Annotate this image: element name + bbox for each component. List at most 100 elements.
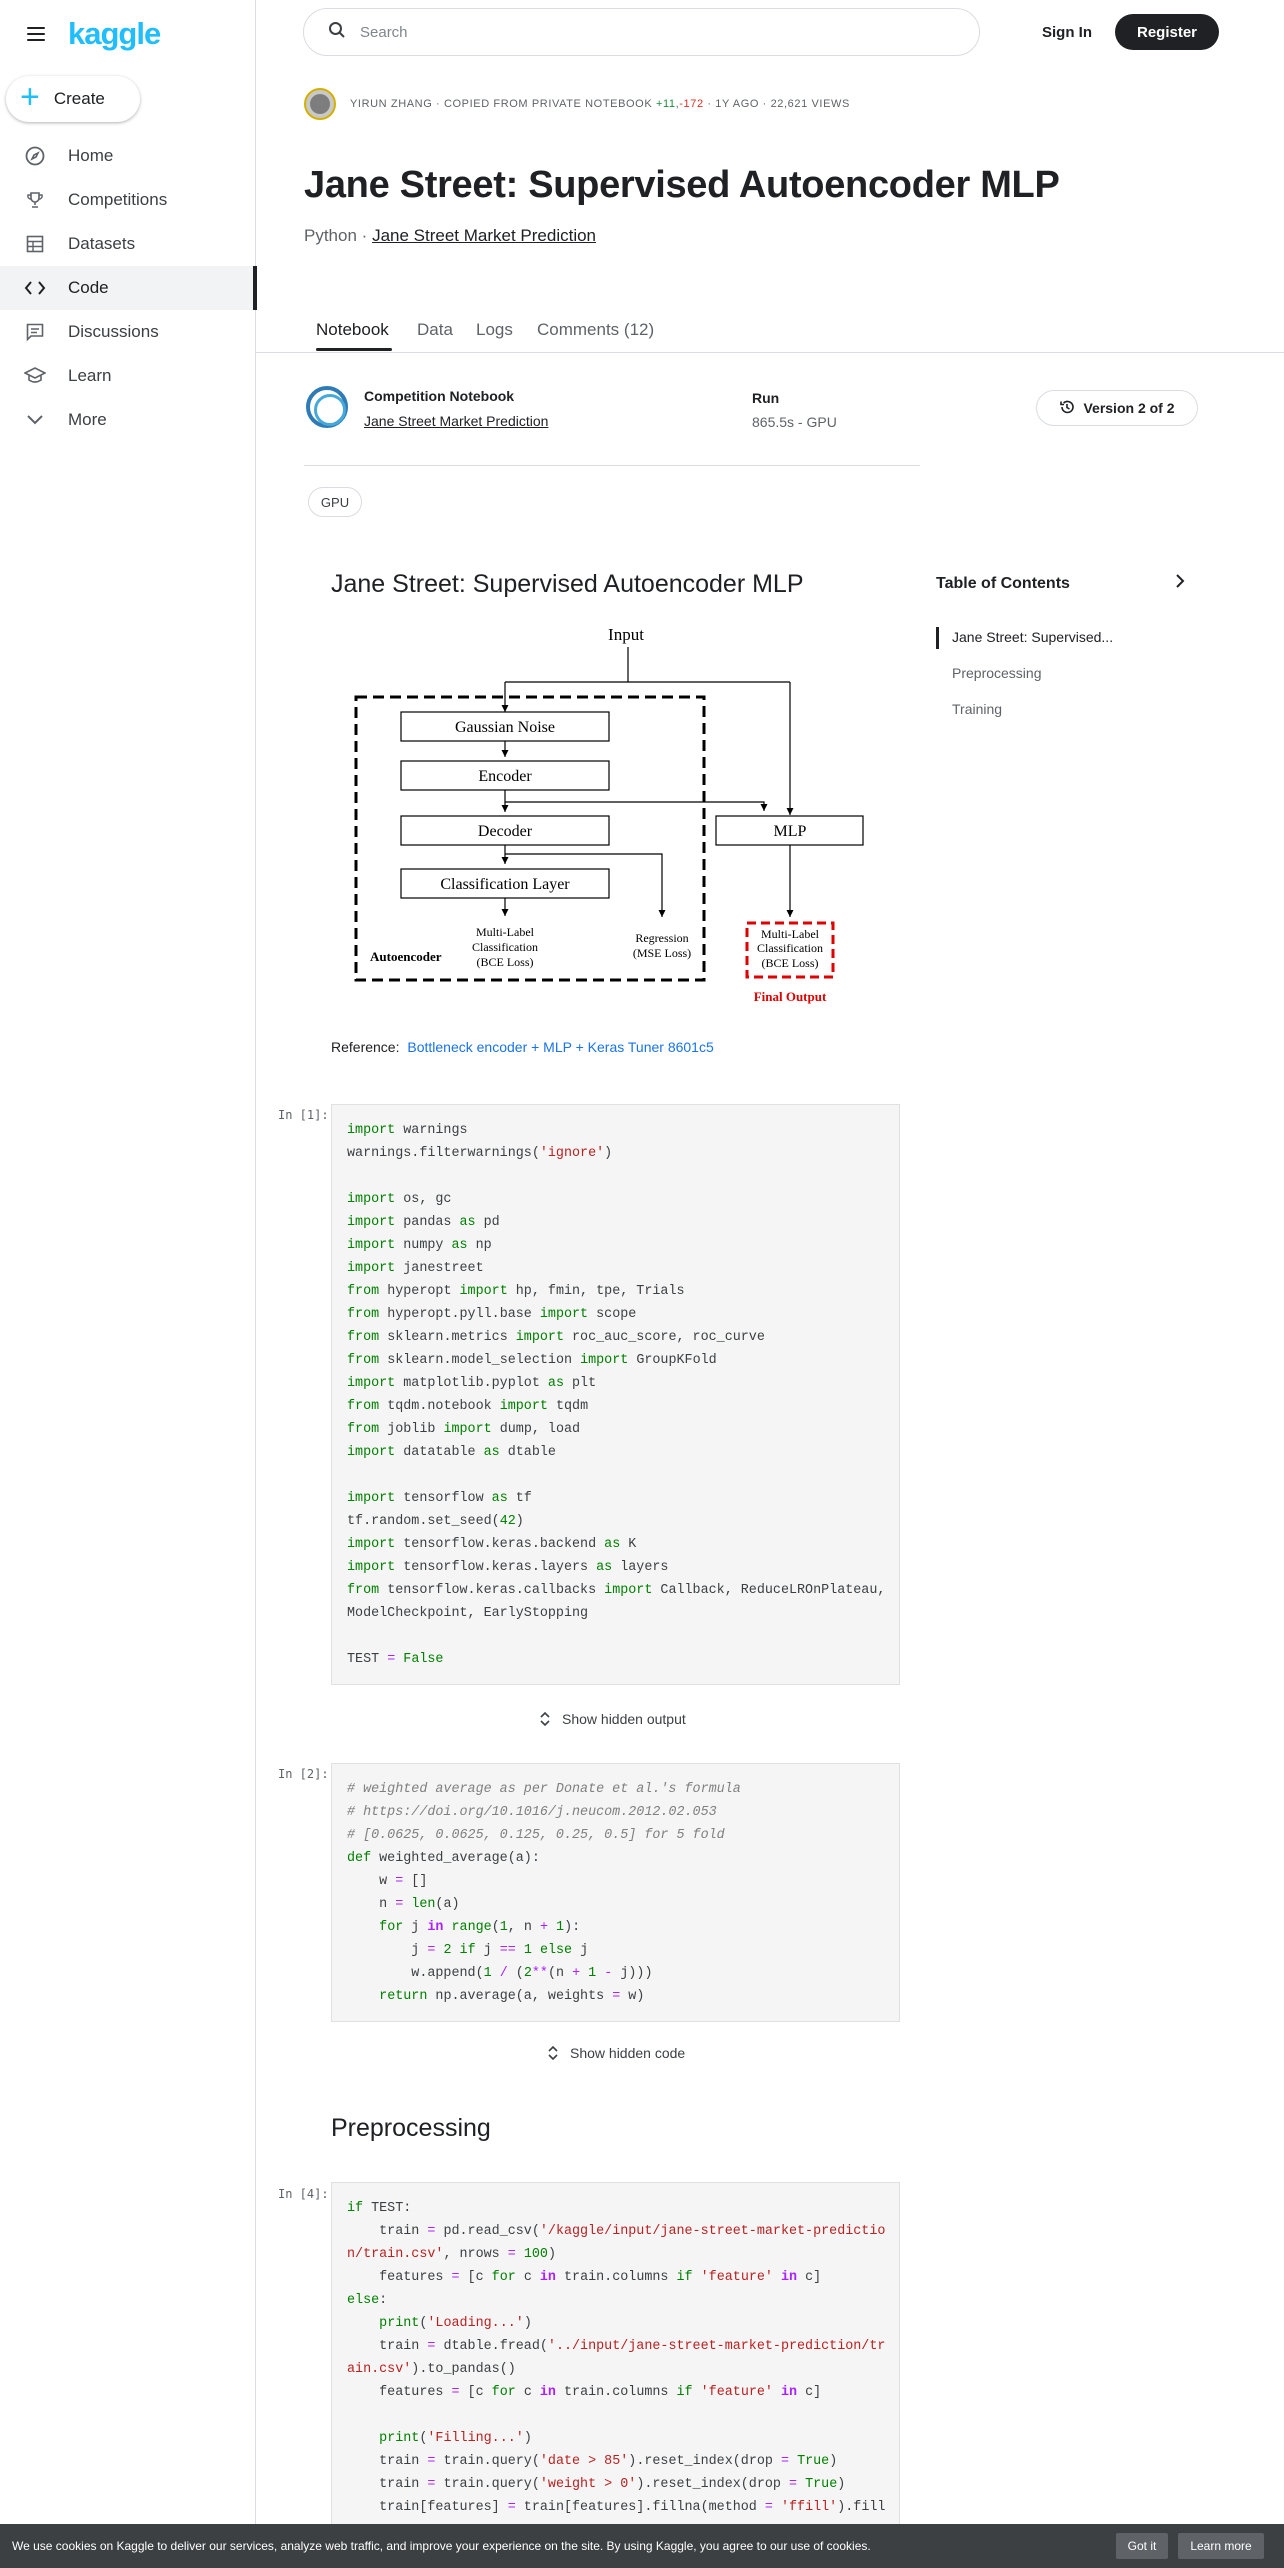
reference-link[interactable]: Bottleneck encoder + MLP + Keras Tuner 8…	[407, 1039, 714, 1055]
cell-label: In [4]:	[278, 2187, 329, 2201]
sidebar-item-datasets[interactable]: Datasets	[0, 222, 256, 266]
table-of-contents: Table of Contents Jane Street: Supervise…	[936, 574, 1216, 727]
diagram-autoencoder-label: Autoencoder	[370, 949, 442, 964]
show-hidden-output-label: Show hidden output	[562, 1711, 686, 1727]
accelerator-chip: GPU	[308, 487, 362, 517]
compass-icon	[24, 145, 46, 167]
chevron-down-icon	[24, 409, 46, 431]
search-icon	[328, 21, 346, 44]
toc-item[interactable]: Jane Street: Supervised...	[936, 619, 1216, 655]
search-placeholder: Search	[360, 23, 408, 41]
sidebar-item-competitions[interactable]: Competitions	[0, 178, 256, 222]
sidebar-item-label: Discussions	[68, 322, 159, 341]
school-icon	[24, 365, 46, 387]
notebook-meta: YIRUN ZHANG · COPIED FROM PRIVATE NOTEBO…	[304, 88, 850, 120]
sidebar-item-label: More	[68, 410, 107, 429]
run-value: 865.5s - GPU	[752, 414, 837, 430]
diagram-regression-line2: (MSE Loss)	[633, 946, 691, 960]
diagram-multilabel-line2: Classification	[472, 940, 538, 954]
register-button[interactable]: Register	[1115, 14, 1219, 50]
diagram-mlp: MLP	[774, 823, 807, 840]
sidebar-item-label: Learn	[68, 366, 112, 385]
diagram-classification: Classification Layer	[440, 876, 570, 893]
top-bar: Search Sign In Register	[256, 0, 1284, 64]
show-hidden-code-toggle[interactable]: Show hidden code	[548, 2045, 685, 2061]
cell-label: In [2]:	[278, 1767, 329, 1781]
show-hidden-output-toggle[interactable]: Show hidden output	[540, 1711, 686, 1727]
toc-item[interactable]: Preprocessing	[952, 665, 1042, 681]
copied-from: COPIED FROM PRIVATE NOTEBOOK	[443, 98, 653, 110]
diagram-gaussian: Gaussian Noise	[455, 719, 555, 736]
expand-icon	[548, 2046, 558, 2060]
sidebar-item-home[interactable]: Home	[0, 134, 256, 178]
diagram-final-multilabel-line3: (BCE Loss)	[762, 956, 819, 970]
competition-icon	[306, 386, 348, 428]
code-cell[interactable]: import warnings warnings.filterwarnings(…	[331, 1104, 900, 1685]
sidebar-item-discussions[interactable]: Discussions	[0, 310, 256, 354]
page-title: Jane Street: Supervised Autoencoder MLP	[304, 164, 1060, 206]
create-label: Create	[53, 89, 105, 108]
comment-icon	[24, 321, 46, 343]
cookie-text: We use cookies on Kaggle to deliver our …	[12, 2539, 871, 2553]
tabs-divider	[256, 352, 1284, 353]
tab-logs[interactable]: Logs	[476, 320, 513, 339]
competition-link-2[interactable]: Jane Street Market Prediction	[364, 413, 549, 429]
plus-count: +11	[655, 98, 676, 110]
history-icon	[1059, 399, 1075, 418]
tab-comments[interactable]: Comments (12)	[537, 320, 655, 339]
competition-notebook-label: Competition Notebook	[364, 388, 515, 404]
sign-in-button[interactable]: Sign In	[1042, 23, 1092, 41]
table-icon	[24, 233, 46, 255]
diagram-input: Input	[608, 625, 644, 644]
sidebar-item-label: Code	[68, 278, 109, 297]
version-button[interactable]: Version 2 of 2	[1036, 390, 1198, 426]
tab-notebook[interactable]: Notebook	[316, 320, 389, 339]
diagram-decoder: Decoder	[478, 823, 533, 840]
create-button[interactable]: + Create	[6, 76, 140, 122]
version-label: Version 2 of 2	[1083, 400, 1175, 416]
sidebar-item-label: Home	[68, 146, 114, 165]
cookie-banner: We use cookies on Kaggle to deliver our …	[0, 2524, 1284, 2568]
toc-item[interactable]: Training	[952, 701, 1003, 717]
code-cell[interactable]: # weighted average as per Donate et al.'…	[331, 1763, 900, 2022]
code-cell[interactable]: if TEST: train = pd.read_csv('/kaggle/in…	[331, 2182, 900, 2568]
learn-more-button[interactable]: Learn more	[1178, 2533, 1264, 2559]
sidebar-item-more[interactable]: More	[0, 398, 256, 442]
trophy-icon	[24, 189, 46, 211]
sidebar-item-label: Competitions	[68, 190, 168, 209]
menu-icon[interactable]	[24, 22, 48, 46]
reference-prefix: Reference:	[331, 1039, 400, 1055]
avatar[interactable]	[304, 88, 336, 120]
section-divider	[304, 465, 920, 466]
toc-header: Table of Contents	[936, 574, 1216, 593]
tab-data[interactable]: Data	[417, 320, 453, 339]
author-name[interactable]: YIRUN ZHANG	[350, 98, 433, 110]
run-label: Run	[752, 390, 780, 406]
language: Python	[304, 226, 357, 245]
notebook-heading: Jane Street: Supervised Autoencoder MLP	[331, 570, 804, 598]
architecture-diagram: Input Gaussian Noise Encoder Decoder MLP…	[354, 625, 864, 1004]
sidebar: kaggle + Create Home Competitions Datase…	[0, 0, 257, 2568]
diagram-encoder: Encoder	[478, 768, 532, 785]
plus-icon: +	[20, 78, 40, 116]
section-heading: Preprocessing	[331, 2114, 491, 2142]
code-icon	[24, 277, 46, 299]
kaggle-logo[interactable]: kaggle	[68, 16, 161, 51]
sidebar-item-learn[interactable]: Learn	[0, 354, 256, 398]
chevron-right-icon[interactable]	[1174, 574, 1186, 593]
notebook-subtitle: Python · Jane Street Market Prediction	[304, 226, 597, 245]
active-tab-indicator	[316, 348, 392, 351]
competition-link[interactable]: Jane Street Market Prediction	[372, 226, 597, 245]
toc-title: Table of Contents	[936, 574, 1070, 592]
search-input[interactable]: Search	[303, 8, 980, 56]
diagram-final-output: Final Output	[754, 989, 827, 1004]
logo-row: kaggle	[24, 14, 161, 54]
diagram-final-multilabel-line1: Multi-Label	[761, 927, 820, 941]
sidebar-nav: Home Competitions Datasets Code Discussi…	[0, 134, 257, 442]
notebook-age: 1Y AGO	[715, 98, 760, 110]
got-it-button[interactable]: Got it	[1116, 2533, 1168, 2559]
expand-icon	[540, 1712, 550, 1726]
view-count: 22,621 VIEWS	[770, 98, 850, 110]
sidebar-item-code[interactable]: Code	[0, 266, 257, 310]
diagram-final-multilabel-line2: Classification	[757, 941, 823, 955]
